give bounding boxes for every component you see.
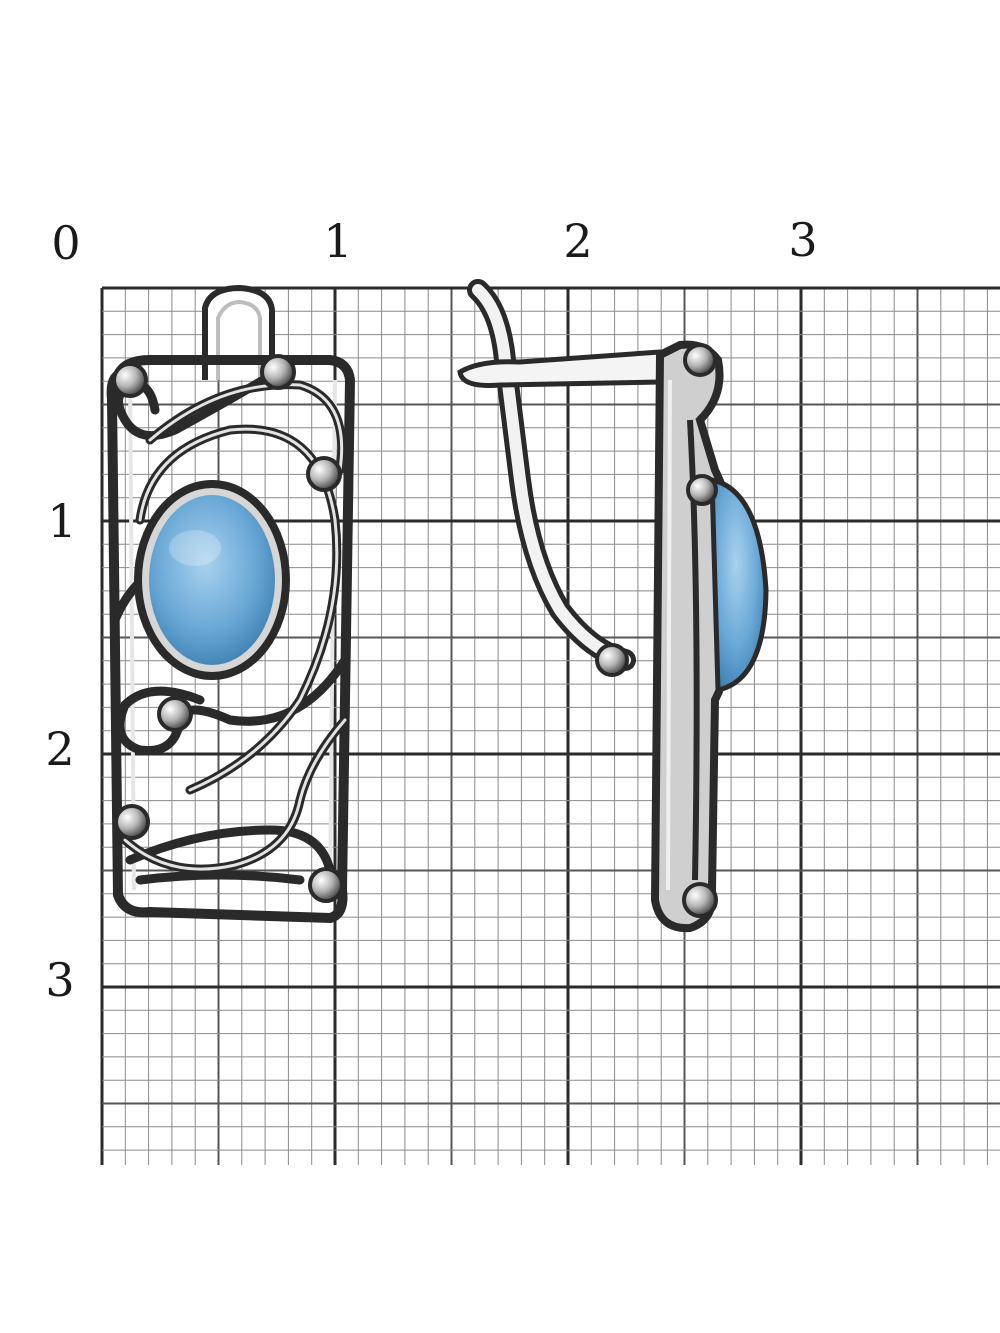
front-frame [106, 355, 356, 924]
x-label-0: 0 [51, 216, 81, 270]
y-label-2: 2 [45, 722, 75, 776]
x-label-2: 2 [563, 214, 593, 268]
front-beads [112, 354, 344, 903]
side-stone [709, 476, 769, 694]
x-label-1: 1 [323, 214, 353, 268]
y-label-3: 3 [45, 953, 75, 1007]
y-label-1: 1 [47, 494, 77, 548]
x-label-3: 3 [788, 213, 818, 267]
earring-front-view [106, 284, 356, 924]
side-lever [457, 349, 683, 388]
front-stone [149, 495, 275, 665]
earring-side-view [457, 279, 769, 933]
